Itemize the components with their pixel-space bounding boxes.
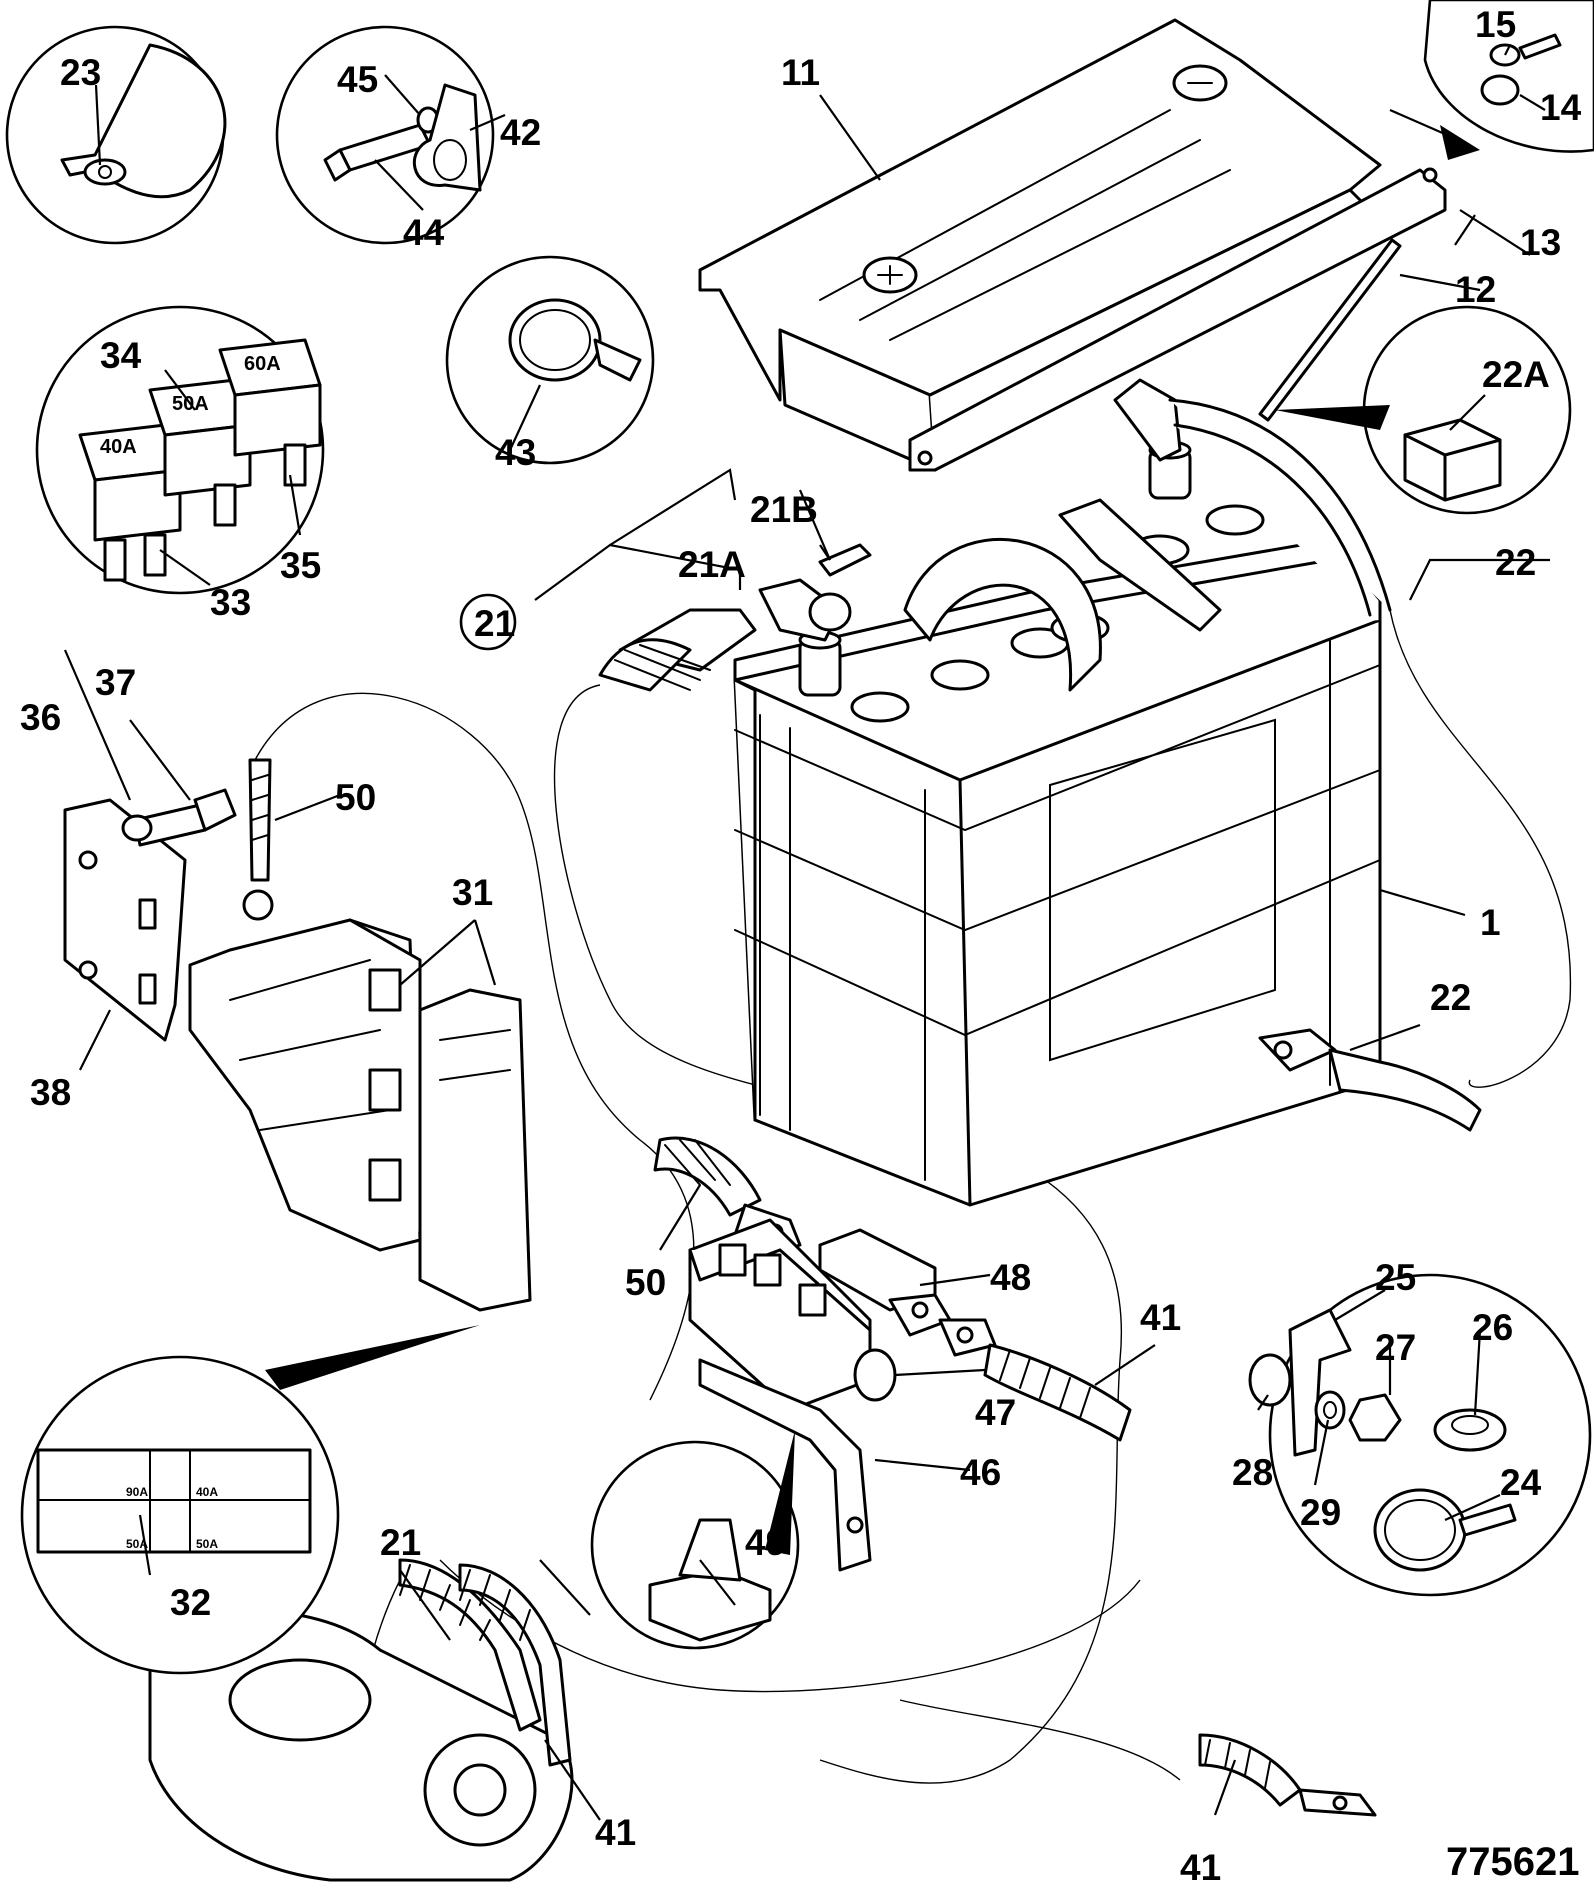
label-part-1: 1 xyxy=(1480,902,1501,943)
detail-pointers xyxy=(265,125,1480,1555)
label-part-29: 29 xyxy=(1300,1492,1341,1533)
label-part-22-lower: 22 xyxy=(1430,977,1471,1018)
label-part-14: 14 xyxy=(1540,87,1582,128)
label-part-44: 44 xyxy=(403,212,445,253)
label-part-31: 31 xyxy=(452,872,493,913)
leader-lines xyxy=(63,44,1550,1821)
label-part-41-starter: 41 xyxy=(595,1812,636,1853)
label-part-25: 25 xyxy=(1375,1257,1416,1298)
negative-cable-terminal xyxy=(598,543,872,692)
label-part-21b: 21B xyxy=(750,489,818,530)
detail-bubble-42-45 xyxy=(275,25,495,245)
label-part-11: 11 xyxy=(781,52,820,93)
fuse-60a-label: 60A xyxy=(244,353,281,375)
label-part-24: 24 xyxy=(1500,1462,1542,1503)
ring-terminal xyxy=(242,758,274,921)
label-part-46: 46 xyxy=(960,1452,1001,1493)
label-part-21-starter: 21 xyxy=(380,1522,421,1563)
label-part-50-lower: 50 xyxy=(625,1262,666,1303)
cable-41-end xyxy=(1198,1733,1377,1817)
decal-rating-2: 40A xyxy=(196,1485,218,1499)
label-part-37: 37 xyxy=(95,662,136,703)
label-part-26: 26 xyxy=(1472,1307,1513,1348)
fuse-box xyxy=(63,798,532,1312)
label-part-21: 21 xyxy=(474,603,515,644)
part-labels: 1 11 12 13 14 15 21 21A 21B 21 22 22 22A… xyxy=(20,4,1582,1888)
label-part-34: 34 xyxy=(100,335,142,376)
decal-rating-3: 50A xyxy=(126,1537,148,1551)
label-part-47: 47 xyxy=(975,1392,1016,1433)
detail-bubble-32: 90A 40A 50A 50A xyxy=(20,1355,340,1675)
label-part-27: 27 xyxy=(1375,1327,1416,1368)
label-part-42: 42 xyxy=(500,112,541,153)
fuse-40a-label: 40A xyxy=(100,436,137,458)
center-connector-group xyxy=(653,1136,1132,1572)
label-part-33: 33 xyxy=(210,582,251,623)
label-part-21a: 21A xyxy=(678,544,746,585)
detail-bubble-23 xyxy=(5,25,227,245)
battery-strap xyxy=(903,537,1102,692)
detail-bubble-14-15 xyxy=(1423,0,1594,153)
detail-bubble-43 xyxy=(445,255,655,465)
drawing-number: 775621 xyxy=(1446,1840,1579,1884)
label-part-49: 49 xyxy=(745,1522,786,1563)
label-part-22a: 22A xyxy=(1482,354,1550,395)
label-part-28: 28 xyxy=(1232,1452,1273,1493)
label-part-41-bottom: 41 xyxy=(1180,1847,1221,1888)
detail-bubble-fuses: 40A 50A 60A xyxy=(35,305,325,595)
bolt-and-washer xyxy=(121,788,237,847)
clamp-bar xyxy=(908,167,1447,472)
label-part-41-center: 41 xyxy=(1140,1297,1181,1338)
positive-cable xyxy=(1113,378,1392,617)
detail-bubble-49 xyxy=(590,1440,800,1650)
vent-caps xyxy=(850,504,1265,723)
decal-rating-1: 90A xyxy=(126,1485,148,1499)
label-part-50-upper: 50 xyxy=(335,777,376,818)
label-part-35: 35 xyxy=(280,545,321,586)
detail-bubble-24-29 xyxy=(1248,1273,1592,1597)
label-part-12: 12 xyxy=(1455,269,1496,310)
label-part-43: 43 xyxy=(495,432,536,473)
battery xyxy=(733,440,1382,1207)
clamp-rod xyxy=(1258,238,1402,422)
detail-bubble-22A xyxy=(1362,305,1572,515)
starter-motor xyxy=(148,1558,574,1882)
label-part-15: 15 xyxy=(1475,4,1516,45)
label-part-22-upper: 22 xyxy=(1495,542,1536,583)
label-part-38: 38 xyxy=(30,1072,71,1113)
callout-circle-21 xyxy=(459,593,517,651)
label-part-32: 32 xyxy=(170,1582,211,1623)
label-part-13: 13 xyxy=(1520,222,1561,263)
decal-rating-4: 50A xyxy=(196,1537,218,1551)
earth-cable xyxy=(1258,1028,1482,1132)
label-part-23: 23 xyxy=(60,52,101,93)
label-part-48: 48 xyxy=(990,1257,1031,1298)
label-part-36: 36 xyxy=(20,697,61,738)
label-part-45: 45 xyxy=(337,59,378,100)
